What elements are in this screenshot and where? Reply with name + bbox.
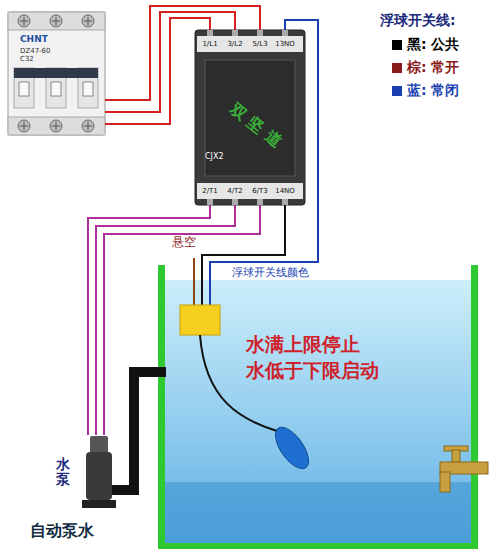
terminal-label: 5/L3	[252, 40, 267, 48]
legend-entry: 黑: 公共	[392, 36, 459, 54]
float-ball	[269, 422, 315, 474]
legend-entry: 蓝: 常闭	[392, 82, 459, 100]
model-text: DZ47-60	[20, 47, 105, 55]
note-text: 水满上限停止 水低于下限启动	[246, 332, 396, 383]
pump	[82, 372, 166, 508]
rating-text: C32	[20, 55, 105, 63]
water-tank	[158, 265, 478, 549]
terminal-label: 14NO	[275, 187, 295, 195]
legend-entry: 棕: 常开	[392, 59, 459, 77]
brown-wire	[193, 258, 195, 305]
tank-region: 水满上限停止 水低于下限启动	[158, 262, 480, 549]
watermark: 双坚道	[226, 100, 289, 155]
terminal-label: 13NO	[275, 40, 295, 48]
legend-text: 黑: 公共	[407, 36, 459, 54]
black-wire	[202, 205, 285, 305]
legend-title: 浮球开关线:	[380, 12, 456, 28]
brand-text: CHNT	[20, 34, 105, 45]
terminal-label: 2/T1	[202, 187, 218, 195]
legend-text: 蓝: 常闭	[407, 82, 459, 100]
wire	[105, 18, 210, 124]
pump-box: 水泵	[52, 435, 122, 513]
note-label: 悬空	[172, 236, 196, 250]
wire	[88, 205, 210, 435]
pump-label: 水泵	[56, 457, 70, 488]
legend-swatch	[392, 40, 402, 50]
terminal-label: 3/L2	[227, 40, 242, 48]
legend-swatch	[392, 63, 402, 73]
caption-label: 自动泵水	[30, 522, 94, 540]
faucet	[440, 446, 488, 492]
legend-swatch	[392, 86, 402, 96]
note-label: 浮球开关线颜色	[232, 267, 309, 280]
wire	[105, 6, 260, 100]
wire	[104, 205, 260, 435]
wire	[96, 205, 235, 435]
terminal-label: 1/L1	[202, 40, 217, 48]
breaker-box: CHNT DZ47-60C32	[8, 12, 105, 135]
blue-wire	[210, 20, 318, 305]
terminal-label: 6/T3	[252, 187, 268, 195]
float-box	[180, 305, 220, 335]
circuit-breaker	[8, 12, 105, 135]
model-text: CJX2	[205, 152, 315, 162]
legend-text: 棕: 常开	[407, 59, 459, 77]
contactor	[195, 30, 305, 205]
terminal-label: 4/T2	[227, 187, 243, 195]
